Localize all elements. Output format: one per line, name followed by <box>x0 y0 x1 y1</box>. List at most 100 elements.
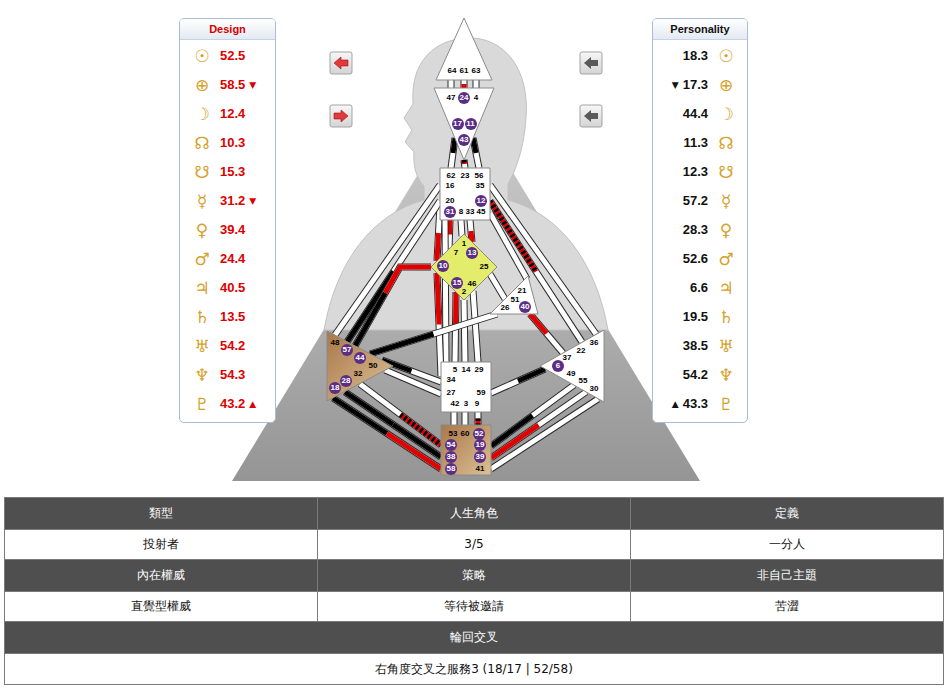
channel-fill <box>490 201 582 342</box>
planet-panel: Design☉52.5⊕58.5▼☽12.4☊10.3☋15.3☿31.2▼♀3… <box>179 18 276 423</box>
gate-line-value: 17.3 <box>683 77 708 93</box>
channel-outline <box>491 385 574 446</box>
gate-line-value: 28.3 <box>683 222 708 238</box>
channel-outline <box>437 273 441 376</box>
table-header-cell: 類型 <box>4 497 318 530</box>
gate-number: 55 <box>579 376 588 386</box>
active-gate: 43 <box>458 134 470 146</box>
gate-number: 27 <box>447 388 456 398</box>
table-header: 非自己主題 <box>757 568 817 583</box>
planet-symbol: ♆ <box>714 365 738 385</box>
table-value: 3/5 <box>464 537 483 552</box>
gate-number: 21 <box>518 286 527 296</box>
gate-number: 25 <box>480 262 489 272</box>
active-gate: 31 <box>444 206 456 218</box>
planet-symbol: ♅ <box>714 336 738 356</box>
channel <box>449 220 450 249</box>
channel <box>476 80 477 88</box>
planet-symbol: ♄ <box>714 307 738 327</box>
planet-row: 12.3☋ <box>653 159 747 185</box>
channel-fill <box>474 80 479 88</box>
planet-row: ☋15.3 <box>180 159 275 185</box>
planet-row: ♅54.2 <box>180 333 275 359</box>
planet-symbol: ♀ <box>714 220 738 240</box>
channel-outline <box>490 201 582 342</box>
channel-activation <box>453 292 459 327</box>
table-value: 苦澀 <box>775 599 799 614</box>
planet-symbol: ☋ <box>714 162 738 182</box>
planet-row: ♀39.4 <box>180 217 275 243</box>
planet-row: ♆ 54.3 <box>180 362 275 388</box>
channel-outline <box>462 412 469 425</box>
planet-symbol: ☋ <box>190 162 214 182</box>
planet-symbol: ⊕ <box>714 75 738 95</box>
planet-row: 54.2 ♆ <box>653 362 747 388</box>
gate-line-value: 43.3 <box>683 396 708 412</box>
channel <box>530 314 563 353</box>
channel-fill <box>462 80 467 88</box>
active-gate: 40 <box>519 301 531 313</box>
channel-outline <box>333 398 441 469</box>
channel-outline <box>449 220 450 249</box>
gate-number: 61 <box>460 66 469 76</box>
gate-number: 7 <box>454 248 458 258</box>
gate-line-value: 31.2 <box>220 193 245 209</box>
table-value: 等待被邀請 <box>444 599 504 614</box>
channel-activation <box>385 267 431 293</box>
channel-activation <box>473 138 476 153</box>
planet-symbol: ☽ <box>714 104 738 124</box>
planet-row: ☊10.3 <box>180 130 275 156</box>
channel-activation <box>333 398 387 434</box>
planet-row: ♃40.5 <box>180 275 275 301</box>
planet-symbol: ♀ <box>190 220 214 240</box>
channel-outline <box>345 392 441 457</box>
gate-number: 42 <box>451 399 460 409</box>
channel-hatch <box>476 419 481 426</box>
channel <box>470 220 472 242</box>
table-cell: 3/5 <box>317 529 631 560</box>
planet-symbol: ♂ <box>190 249 214 269</box>
gate-line-value: 54.3 <box>220 367 245 383</box>
gate-line-value: 40.5 <box>220 280 245 296</box>
channel-fill <box>370 314 497 354</box>
planet-symbol: ☉ <box>714 46 738 66</box>
planet-row: ♇43.2▲ <box>180 391 275 417</box>
active-gate: 54 <box>445 439 457 451</box>
panel-header: Design <box>180 19 275 40</box>
gate-number: 53 <box>449 429 458 439</box>
planet-symbol: ♆ <box>190 365 214 385</box>
channel <box>451 80 452 88</box>
channel-activation <box>347 272 394 343</box>
gate-number: 26 <box>501 303 510 313</box>
channel-fill <box>463 412 468 425</box>
channel <box>464 160 465 168</box>
gate-number: 45 <box>477 207 486 217</box>
planet-row: ♂24.4 <box>180 246 275 272</box>
channel-fill <box>445 220 446 362</box>
planet-row: ⊕58.5▼ <box>180 72 275 98</box>
planet-symbol: ☊ <box>714 133 738 153</box>
channel-fill <box>355 267 431 346</box>
gate-line-value: 54.2 <box>683 367 708 383</box>
energy-center: 21512640 <box>490 276 538 314</box>
channel-outline <box>464 300 465 362</box>
gate-number: 47 <box>447 93 456 103</box>
gate-number: 49 <box>567 369 576 379</box>
gate-line-value: 19.5 <box>683 309 708 325</box>
exalt-arrow: ▼ <box>672 79 679 91</box>
channel-outline <box>491 399 598 469</box>
channel-fill <box>464 160 465 168</box>
channel-outline <box>464 160 465 168</box>
center-outline <box>441 425 491 475</box>
channel-fill <box>464 300 465 362</box>
channel <box>491 385 574 446</box>
gate-number: 30 <box>590 384 599 394</box>
active-gate: 18 <box>329 382 341 394</box>
planet-row: ☉52.5 <box>180 43 275 69</box>
gate-number: 14 <box>462 365 471 375</box>
center-outline <box>540 330 604 402</box>
exalt-arrow: ▲ <box>249 398 256 410</box>
channel-outline <box>461 220 462 236</box>
channel-fill <box>461 220 462 236</box>
